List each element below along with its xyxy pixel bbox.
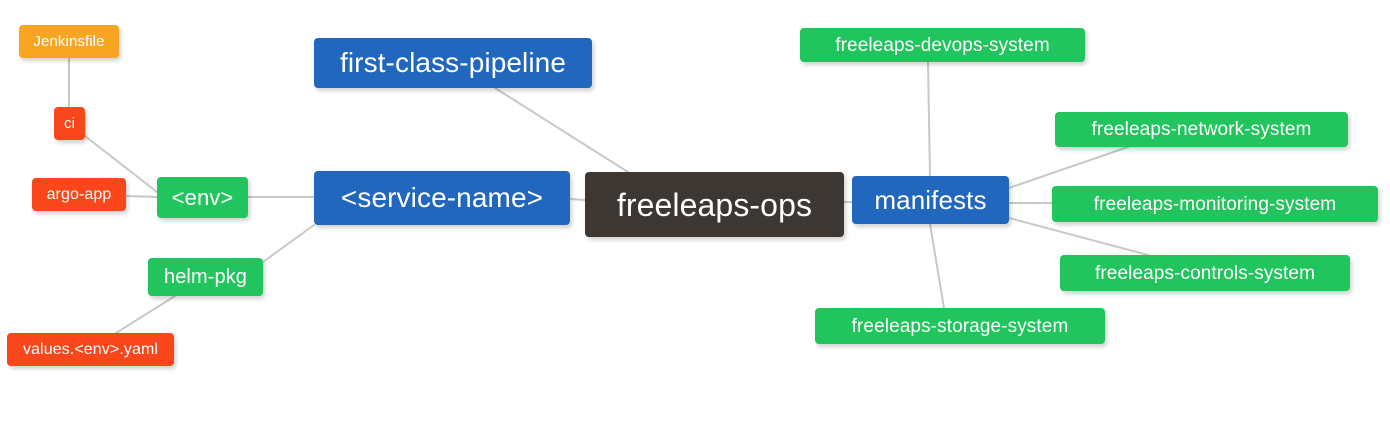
edge-manifests-to-freeleaps-network-system (1008, 146, 1129, 189)
node-first-class-pipeline[interactable]: first-class-pipeline (314, 38, 592, 88)
edge-manifests-to-freeleaps-storage-system (929, 223, 945, 309)
node-label-freeleaps-devops-system: freeleaps-devops-system (835, 34, 1050, 56)
edge-argo-app-to-env (125, 195, 158, 198)
node-label-values-yaml: values.<env>.yaml (22, 340, 159, 358)
edge-service-name-to-helm-pkg (262, 224, 315, 263)
node-freeleaps-controls-system[interactable]: freeleaps-controls-system (1060, 255, 1350, 291)
node-freeleaps-monitoring-system[interactable]: freeleaps-monitoring-system (1052, 186, 1378, 222)
node-env[interactable]: <env> (157, 177, 248, 218)
edge-first-class-pipeline-to-freeleaps-ops (494, 87, 629, 173)
node-freeleaps-network-system[interactable]: freeleaps-network-system (1055, 112, 1348, 147)
node-label-first-class-pipeline: first-class-pipeline (339, 47, 567, 78)
node-label-manifests: manifests (874, 185, 987, 215)
node-freeleaps-ops[interactable]: freeleaps-ops (585, 172, 844, 237)
node-label-freeleaps-monitoring-system: freeleaps-monitoring-system (1093, 193, 1337, 215)
node-helm-pkg[interactable]: helm-pkg (148, 258, 263, 296)
node-label-ci: ci (63, 115, 76, 132)
edge-helm-pkg-to-values-yaml (115, 295, 176, 334)
edge-manifests-to-freeleaps-devops-system (927, 61, 931, 177)
node-label-freeleaps-network-system: freeleaps-network-system (1091, 119, 1312, 140)
node-label-freeleaps-storage-system: freeleaps-storage-system (851, 315, 1069, 337)
node-label-freeleaps-ops: freeleaps-ops (616, 186, 813, 223)
node-label-env: <env> (171, 184, 234, 210)
edge-manifests-to-freeleaps-controls-system (1008, 217, 1149, 256)
node-label-argo-app: argo-app (46, 185, 112, 203)
node-ci[interactable]: ci (54, 107, 85, 140)
node-values-yaml[interactable]: values.<env>.yaml (7, 333, 174, 366)
node-service-name[interactable]: <service-name> (314, 171, 570, 225)
node-manifests[interactable]: manifests (852, 176, 1009, 224)
edge-service-name-to-freeleaps-ops (569, 198, 586, 201)
node-label-freeleaps-controls-system: freeleaps-controls-system (1094, 262, 1316, 284)
node-freeleaps-storage-system[interactable]: freeleaps-storage-system (815, 308, 1105, 344)
node-jenkinsfile[interactable]: Jenkinsfile (19, 25, 119, 58)
node-argo-app[interactable]: argo-app (32, 178, 126, 211)
node-label-helm-pkg: helm-pkg (163, 266, 248, 288)
node-freeleaps-devops-system[interactable]: freeleaps-devops-system (800, 28, 1085, 62)
node-label-service-name: <service-name> (340, 182, 544, 213)
node-label-jenkinsfile: Jenkinsfile (33, 33, 105, 50)
